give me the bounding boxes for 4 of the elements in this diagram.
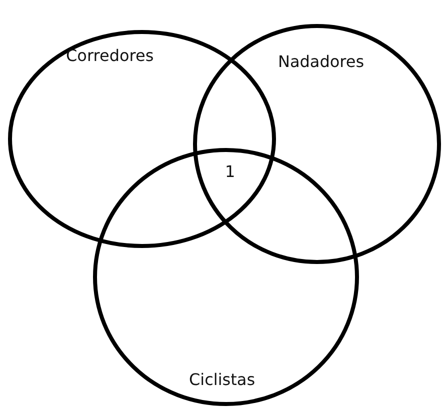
set-label: Ciclistas [189, 370, 256, 389]
set-label: Corredores [66, 46, 154, 65]
intersection-count: 1 [225, 162, 236, 181]
set-label: Nadadores [278, 52, 364, 71]
